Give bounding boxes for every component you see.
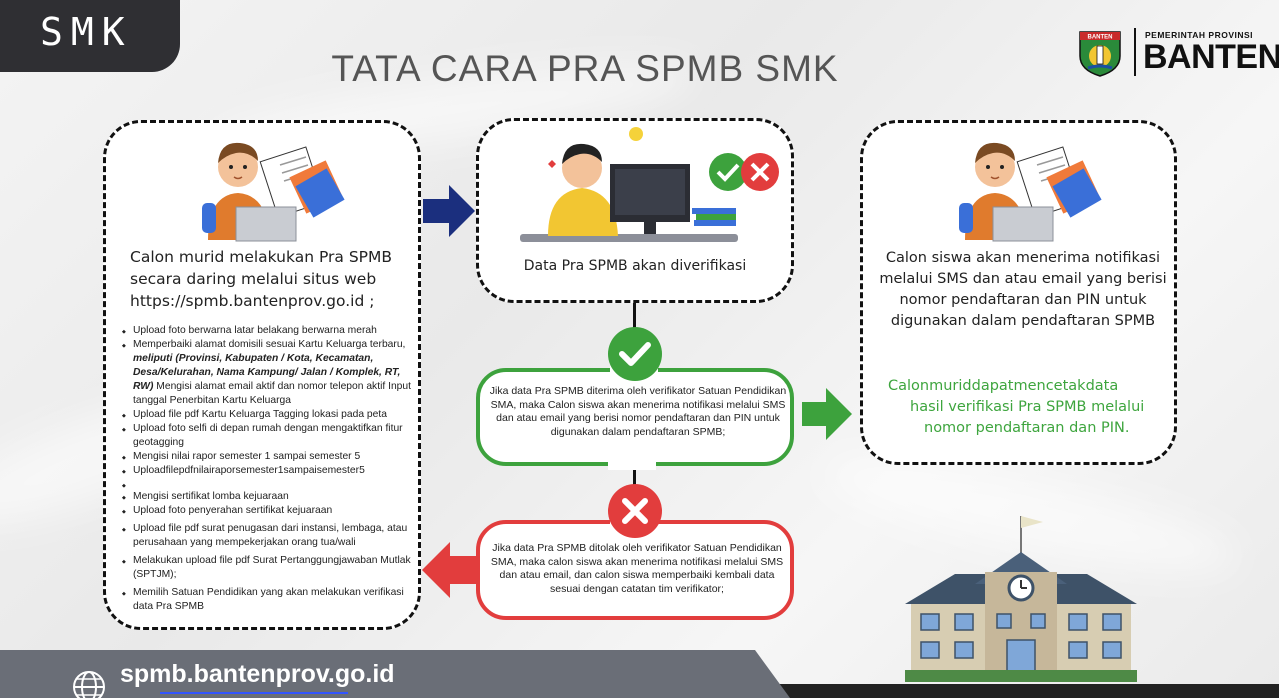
student-illustration (959, 142, 1102, 242)
list-item: Upload file pdf surat penugasan dari ins… (122, 522, 414, 550)
svg-text:BANTEN: BANTEN (1088, 35, 1113, 41)
student-illustration (202, 142, 345, 242)
website-link[interactable]: spmb.bantenprov.go.id (120, 660, 395, 688)
list-item: Mengisi sertifikat lomba kejuaraan (122, 490, 414, 505)
cross-icon (608, 484, 662, 538)
verification-text: Data Pra SPMB akan diverifikasi (523, 258, 747, 274)
page-title: TATA CARA PRA SPMB SMK (331, 48, 839, 89)
print-result-text: Calonmuriddapatmencetakdata hasil verifi… (888, 376, 1168, 439)
globe-icon (73, 671, 105, 698)
computer-illustration (520, 127, 779, 242)
list-item: Upload foto selfi di depan rumah dengan … (122, 422, 414, 450)
list-item: Mengisi nilai rapor semester 1 sampai se… (122, 450, 414, 465)
accepted-text: Jika data Pra SPMB diterima oleh verifik… (489, 385, 787, 438)
smk-tag: SMK (0, 0, 180, 72)
notification-text: Calon siswa akan menerima notifikasi mel… (879, 250, 1167, 329)
list-item: Uploadfilepdfnilairaporsemester1sampaise… (122, 464, 414, 479)
link-underline (160, 692, 348, 694)
list-item (122, 478, 414, 493)
rejected-box (476, 520, 794, 620)
connector-line (633, 303, 636, 333)
pill-notch (608, 460, 656, 470)
logo-title: BANTEN (1143, 38, 1279, 76)
arrow-left-icon (422, 542, 476, 598)
register-steps-list: Upload foto berwarna latar belakang berw… (122, 324, 414, 614)
print-result-line: nomor pendaftaran dan PIN. (924, 420, 1130, 436)
check-icon (608, 327, 662, 381)
arrow-right-icon (802, 388, 852, 440)
register-intro-text: Calon murid melakukan Pra SPMB secara da… (130, 248, 393, 310)
logo-divider (1134, 28, 1136, 76)
list-item: Upload foto berwarna latar belakang berw… (122, 324, 414, 339)
list-item: Upload foto penyerahan sertifikat kejuar… (122, 504, 414, 519)
footer-strip (740, 684, 1279, 698)
list-item: Memperbaiki alamat domisili sesuai Kartu… (122, 338, 414, 408)
notification-box (860, 120, 1177, 465)
print-result-line: Calonmuriddapatmencetakdata (888, 378, 1119, 394)
arrow-right-icon (423, 185, 475, 237)
connector-line (633, 466, 636, 488)
school-building-icon (905, 516, 1137, 682)
list-item: Upload file pdf Kartu Keluarga Tagging l… (122, 408, 414, 423)
print-result-line: hasil verifikasi Pra SPMB melalui (910, 399, 1145, 415)
logo-subtitle: PEMERINTAH PROVINSI (1145, 30, 1254, 40)
banten-emblem-icon: BANTEN (1079, 31, 1121, 77)
rejected-text: Jika data Pra SPMB ditolak oleh verifika… (490, 542, 784, 595)
footer-bar (0, 650, 790, 698)
list-item: Memilih Satuan Pendidikan yang akan mela… (122, 586, 414, 614)
list-item: Melakukan upload file pdf Surat Pertangg… (122, 554, 414, 582)
